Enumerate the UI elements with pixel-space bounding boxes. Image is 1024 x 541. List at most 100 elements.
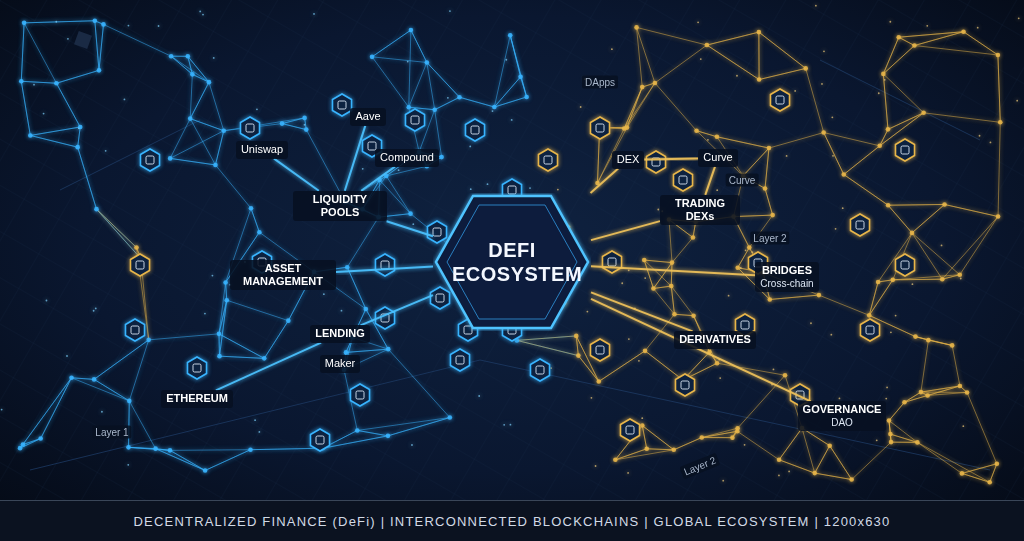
star-dot <box>127 464 129 466</box>
mesh-link <box>921 392 967 393</box>
mesh-dot <box>996 53 1001 58</box>
node-label: GOVERNANCE <box>803 403 882 416</box>
hex-icon <box>126 319 145 341</box>
mesh-link <box>642 426 646 449</box>
mesh-dot <box>613 457 618 462</box>
mesh-link <box>642 426 646 449</box>
mesh-link <box>21 81 30 135</box>
mesh-dot <box>910 231 915 236</box>
star-dot <box>752 251 754 253</box>
star-dot <box>926 25 928 27</box>
hex-icon <box>531 359 550 381</box>
mesh-dot <box>248 447 253 452</box>
mesh-dot <box>735 429 740 434</box>
mesh-link <box>869 280 893 316</box>
mesh-link <box>251 208 259 232</box>
category-node: GOVERNANCEDAO <box>798 401 887 430</box>
star-dot <box>745 249 747 251</box>
star-dot <box>595 465 597 467</box>
star-dot <box>831 116 833 118</box>
mesh-link <box>888 204 944 206</box>
mesh-link <box>890 434 917 442</box>
star-dot <box>591 397 593 399</box>
mesh-link <box>30 127 80 135</box>
mesh-link <box>883 74 888 129</box>
star-dot <box>960 278 962 280</box>
mesh-link <box>41 378 72 439</box>
mesh-link <box>737 431 779 459</box>
mesh-link <box>888 205 912 233</box>
hex-icon <box>333 94 352 116</box>
star-dot <box>43 113 45 115</box>
mesh-link <box>904 395 927 402</box>
mesh-dot <box>508 33 513 38</box>
node-label: Aave <box>355 110 380 123</box>
mesh-dot <box>888 432 893 437</box>
star-dot <box>407 61 409 63</box>
icon-glyph <box>368 142 376 150</box>
mesh-link <box>738 248 750 268</box>
icon-glyph <box>411 116 419 124</box>
mesh-dot <box>344 350 349 355</box>
icon-glyph <box>193 364 201 372</box>
mesh-link <box>250 448 322 449</box>
mesh-link <box>227 300 289 320</box>
mesh-link <box>707 45 759 79</box>
star-dot <box>313 13 315 15</box>
icon-glyph <box>131 326 139 334</box>
mesh-dot <box>996 214 1001 219</box>
mesh-link <box>20 439 41 449</box>
mesh-link <box>205 450 250 471</box>
mesh-dot <box>640 85 645 90</box>
mesh-dot <box>942 202 947 207</box>
mesh-link <box>20 378 71 448</box>
star-dot <box>611 48 613 50</box>
mesh-link <box>962 464 997 474</box>
hex-icon <box>141 149 160 171</box>
mesh-dot <box>302 116 307 121</box>
mesh-dot <box>881 72 886 77</box>
mesh-link <box>707 32 759 45</box>
star-dot <box>628 269 630 271</box>
mesh-link <box>765 148 769 188</box>
mesh-link <box>642 426 674 450</box>
mesh-link <box>129 340 148 401</box>
star-dot <box>736 75 738 77</box>
mesh-link <box>78 147 97 209</box>
mesh-link <box>883 74 923 113</box>
mesh-link <box>94 340 149 380</box>
mesh-link <box>921 386 960 392</box>
mesh-dot <box>409 28 414 33</box>
category-node: ETHEREUM <box>161 390 233 407</box>
mesh-link <box>219 334 264 359</box>
mesh-link <box>96 209 136 247</box>
mesh-dot <box>92 377 97 382</box>
star-dot <box>323 293 325 295</box>
mesh-link <box>880 129 888 145</box>
connector-line <box>705 167 715 195</box>
mesh-link <box>78 127 81 147</box>
mesh-link <box>889 402 904 420</box>
mesh-link <box>779 428 802 460</box>
star-dot <box>1016 100 1018 102</box>
star-dot <box>977 27 979 29</box>
star-dot <box>794 90 796 92</box>
connector-line <box>274 159 319 191</box>
mesh-link <box>844 174 888 205</box>
mesh-link <box>282 124 306 130</box>
mesh-link <box>388 418 450 436</box>
star-dot <box>470 188 472 190</box>
mesh-dot <box>54 81 59 86</box>
mesh-link <box>517 336 576 340</box>
mesh-dot <box>19 79 24 84</box>
mesh-link <box>215 131 223 165</box>
mesh-dot <box>213 163 218 168</box>
hex-icon <box>771 89 790 111</box>
star-dot <box>830 334 832 336</box>
star-dot <box>213 57 215 59</box>
hex-icon <box>896 254 915 276</box>
hex-icon <box>851 214 870 236</box>
hex-icon <box>647 151 666 173</box>
mesh-link <box>869 280 893 316</box>
icon-glyph <box>456 356 464 364</box>
